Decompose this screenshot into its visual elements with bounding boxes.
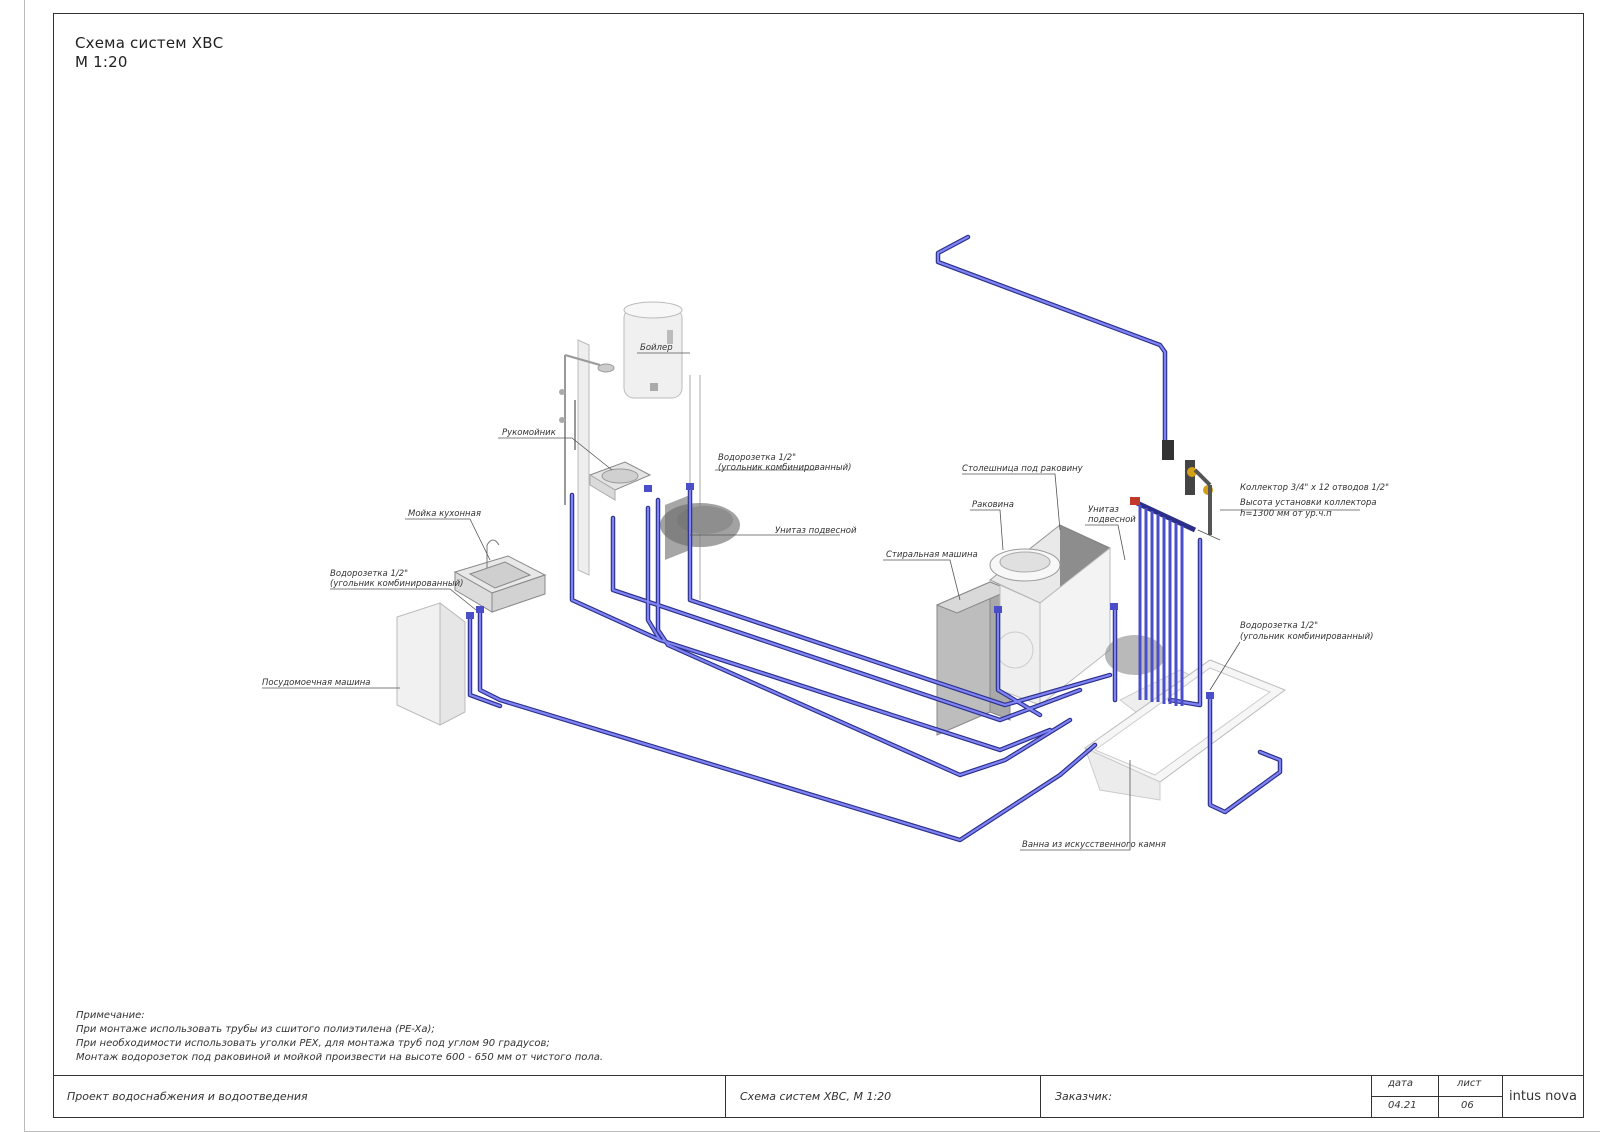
cold-water-pipes	[467, 234, 1283, 843]
collector-manifold	[1130, 440, 1213, 706]
washbasin-fixture	[588, 461, 652, 501]
label-toilet-2-line1: Унитаз	[1088, 505, 1119, 515]
stamp-sheet-value: 06	[1461, 1100, 1474, 1111]
label-toilet-2-line2: подвесной	[1088, 515, 1136, 525]
shower-panel-fixture	[559, 339, 615, 576]
stamp-sheet-title-cell: Схема систем ХВС, М 1:20	[725, 1076, 1040, 1118]
label-dishwasher: Посудомоечная машина	[262, 678, 371, 688]
stamp-sheet-label: лист	[1457, 1078, 1482, 1089]
label-water-outlet-1: Водорозетка 1/2"	[718, 453, 796, 463]
wall-hung-toilet-1	[660, 495, 740, 560]
bathtub-fixture	[1083, 659, 1287, 801]
label-sink: Раковина	[972, 500, 1014, 510]
stamp-date-value: 04.21	[1388, 1100, 1417, 1111]
notes-line-1: При монтаже использовать трубы из сшитог…	[76, 1024, 435, 1035]
dishwasher-fixture	[396, 601, 466, 726]
label-collector-line1: Коллектор 3/4" х 12 отводов 1/2"	[1240, 483, 1389, 493]
label-water-outlet-2-sub: (угольник комбинированный)	[330, 579, 463, 589]
label-water-outlet-3-sub: (угольник комбинированный)	[1240, 632, 1373, 642]
drawing-notes: Примечание: При монтаже использовать тру…	[76, 1009, 603, 1065]
label-water-outlet-2: Водорозетка 1/2"	[330, 569, 408, 579]
leader-lines	[262, 352, 1360, 851]
notes-line-2: При необходимости использовать уголки PE…	[76, 1038, 550, 1049]
title-line-1: Схема систем ХВС	[75, 34, 224, 52]
stamp-sheet-cell: лист 06	[1438, 1076, 1502, 1118]
title-line-2: М 1:20	[75, 53, 128, 71]
water-outlets	[466, 483, 1214, 699]
vanity-countertop-fixture	[989, 524, 1111, 707]
label-washing-machine: Стиральная машина	[886, 550, 978, 560]
stamp-sheet-title: Схема систем ХВС, М 1:20	[740, 1090, 892, 1103]
notes-line-3: Монтаж водорозеток под раковиной и мойко…	[76, 1052, 604, 1063]
stamp-date-label: дата	[1388, 1078, 1413, 1089]
stamp-project: Проект водоснабжения и водоотведения	[67, 1090, 308, 1103]
brand-logo: intus nova	[1509, 1089, 1577, 1104]
label-hand-shower: Рукомойник	[502, 428, 557, 438]
drawing-frame	[53, 13, 1584, 1118]
label-collector-line2: Высота установки коллектора	[1240, 498, 1377, 508]
stamp-brand-cell: intus nova	[1502, 1076, 1584, 1118]
label-countertop: Столешница под раковину	[962, 464, 1084, 474]
label-water-outlet-3: Водорозетка 1/2"	[1240, 621, 1318, 631]
stamp-project-cell: Проект водоснабжения и водоотведения	[53, 1076, 725, 1118]
label-collector-line3: h=1300 мм от ур.ч.п	[1240, 509, 1332, 519]
label-kitchen-sink: Мойка кухонная	[408, 509, 481, 519]
kitchen-sink-fixture	[453, 539, 547, 613]
notes-heading: Примечание:	[76, 1010, 145, 1021]
label-bathtub: Ванна из искусственного камня	[1022, 840, 1166, 850]
stamp-date-cell: дата 04.21	[1371, 1076, 1438, 1118]
stamp-customer-cell: Заказчик:	[1040, 1076, 1371, 1118]
drawing-title: Схема систем ХВС М 1:20	[75, 34, 223, 72]
label-toilet-1: Унитаз подвесной	[775, 526, 857, 536]
stamp-divider	[1371, 1096, 1502, 1097]
label-boiler: Бойлер	[640, 343, 673, 353]
stamp-customer: Заказчик:	[1055, 1090, 1113, 1103]
label-water-outlet-1-sub: (угольник комбинированный)	[718, 463, 851, 473]
title-stamp: Проект водоснабжения и водоотведения Схе…	[53, 1075, 1584, 1118]
annotation-labels: Бойлер Рукомойник Водорозетка 1/2" (угол…	[262, 343, 1389, 850]
